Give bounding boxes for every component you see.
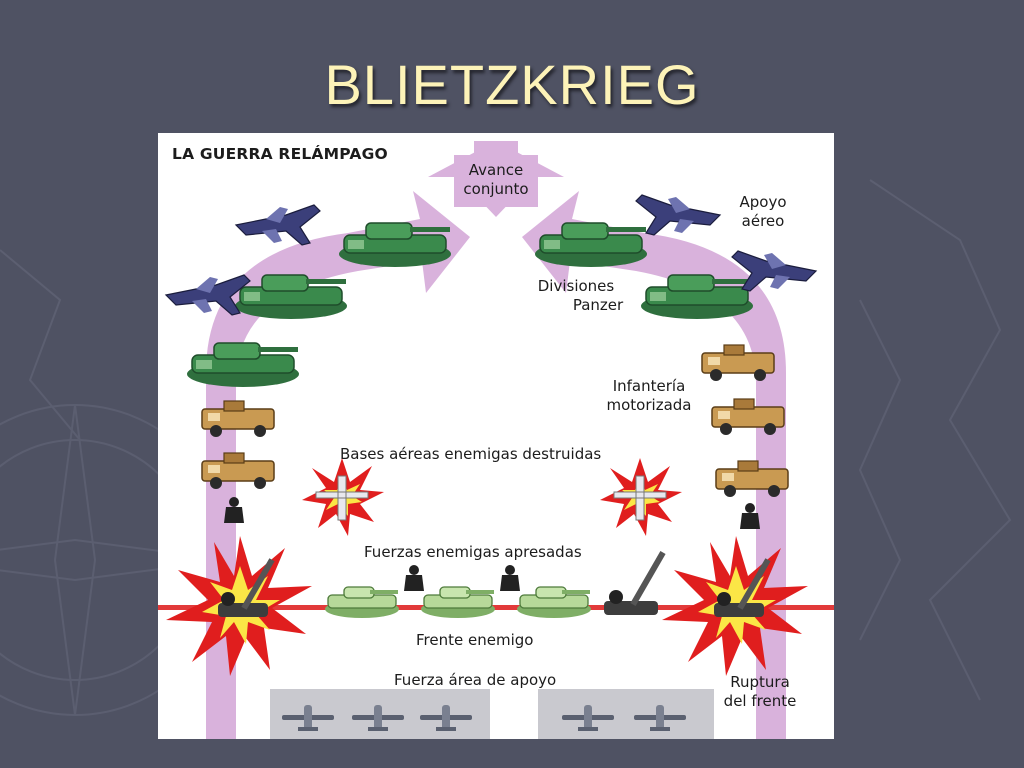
aircraft-left-1 [235,204,321,246]
label-bases-aereas: Bases aéreas enemigas destruidas [340,445,602,463]
enemy-tank-2 [420,586,496,619]
label-divisiones-panzer: Divisiones Panzer [524,277,628,315]
label-avance-line2: conjunto [463,180,529,198]
enemy-tank-3 [516,586,592,619]
label-ruptura-line2: del frente [723,692,797,710]
enemy-tank-1 [324,586,400,619]
label-ruptura-frente: Ruptura del frente [710,673,810,711]
slide-title: BLIETZKRIEG [324,53,700,116]
label-infanteria-line1: Infantería [612,377,686,395]
tank-left-3 [186,342,300,388]
artillery-center [604,551,666,615]
label-fuerzas-apresadas: Fuerzas enemigas apresadas [364,543,582,561]
blitzkrieg-diagram: LA GUERRA RELÁMPAGO Avance conjunto Apoy… [158,133,834,739]
label-apoyo-aereo: Apoyo aéreo [720,193,806,231]
label-apoyo-line2: aéreo [741,212,785,230]
tank-right-2 [640,274,754,320]
enemy-front-line [158,605,834,610]
aircraft-right-1 [635,194,721,236]
label-apoyo-line1: Apoyo [739,193,787,211]
label-divisiones-line2: Panzer [572,296,624,314]
label-ruptura-line1: Ruptura [730,673,790,691]
label-avance-line1: Avance [468,161,524,179]
destroyed-base-right [600,458,682,536]
label-fuerza-area-apoyo: Fuerza área de apoyo [394,671,557,689]
air-support-box-right [538,689,714,739]
artillery-left [218,558,275,617]
label-avance-conjunto: Avance conjunto [448,161,544,199]
destroyed-base-left [302,458,384,536]
label-frente-enemigo: Frente enemigo [416,631,534,649]
soldier-captured-1 [404,565,424,591]
tank-left-1 [338,222,452,268]
soldier-captured-2 [500,565,520,591]
aircraft-right-2 [731,250,817,292]
diagram-heading: LA GUERRA RELÁMPAGO [172,145,388,163]
label-divisiones-line1: Divisiones [537,277,615,295]
artillery-right [714,558,771,617]
label-infanteria-motorizada: Infantería motorizada [592,377,706,415]
label-infanteria-line2: motorizada [606,396,692,414]
